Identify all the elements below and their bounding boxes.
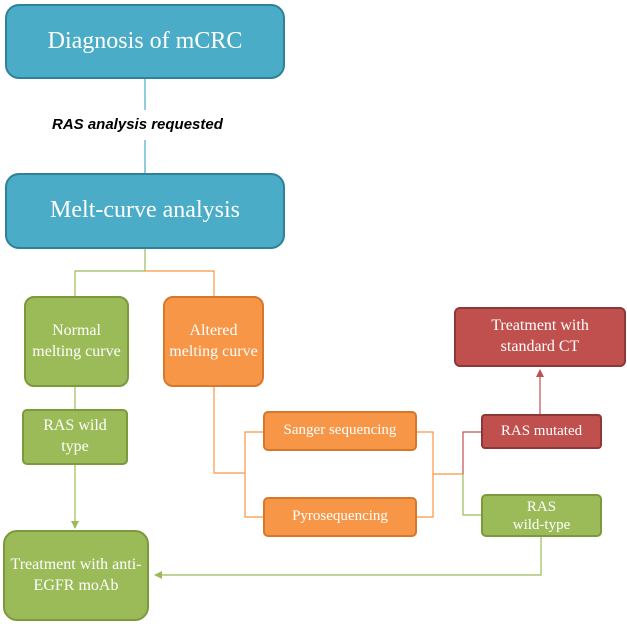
- node-melt-curve: Melt-curve analysis: [5, 173, 285, 249]
- connector-seq-bracket-right: [416, 431, 434, 518]
- connector-melt-to-altered: [145, 270, 215, 296]
- connector-melt-split: [74, 249, 146, 296]
- node-ras-mutated: RAS mutated: [481, 414, 602, 449]
- connector-results-split-mutated: [462, 431, 481, 474]
- node-ras-wild-type-left: RAS wild type: [22, 409, 128, 465]
- edge-label-ras-requested: RAS analysis requested: [52, 116, 223, 133]
- node-altered-curve: Altered melting curve: [163, 296, 264, 387]
- node-normal-curve: Normal melting curve: [24, 296, 129, 387]
- node-treatment-standard-ct: Treatment with standard CT: [454, 307, 626, 367]
- node-ras-wild-type-right: RAS wild-type: [481, 494, 602, 537]
- connector-altered-to-seq: [213, 387, 245, 474]
- node-treatment-anti-egfr: Treatment with anti-EGFR moAb: [3, 530, 149, 621]
- connector-wt-right-to-anti-egfr: [154, 537, 542, 579]
- connector-seq-bracket-left: [244, 431, 263, 518]
- node-diagnosis: Diagnosis of mCRC: [5, 4, 285, 79]
- node-sanger: Sanger sequencing: [263, 411, 417, 451]
- connector-results-split-wt: [462, 474, 481, 516]
- node-pyro: Pyrosequencing: [263, 497, 417, 537]
